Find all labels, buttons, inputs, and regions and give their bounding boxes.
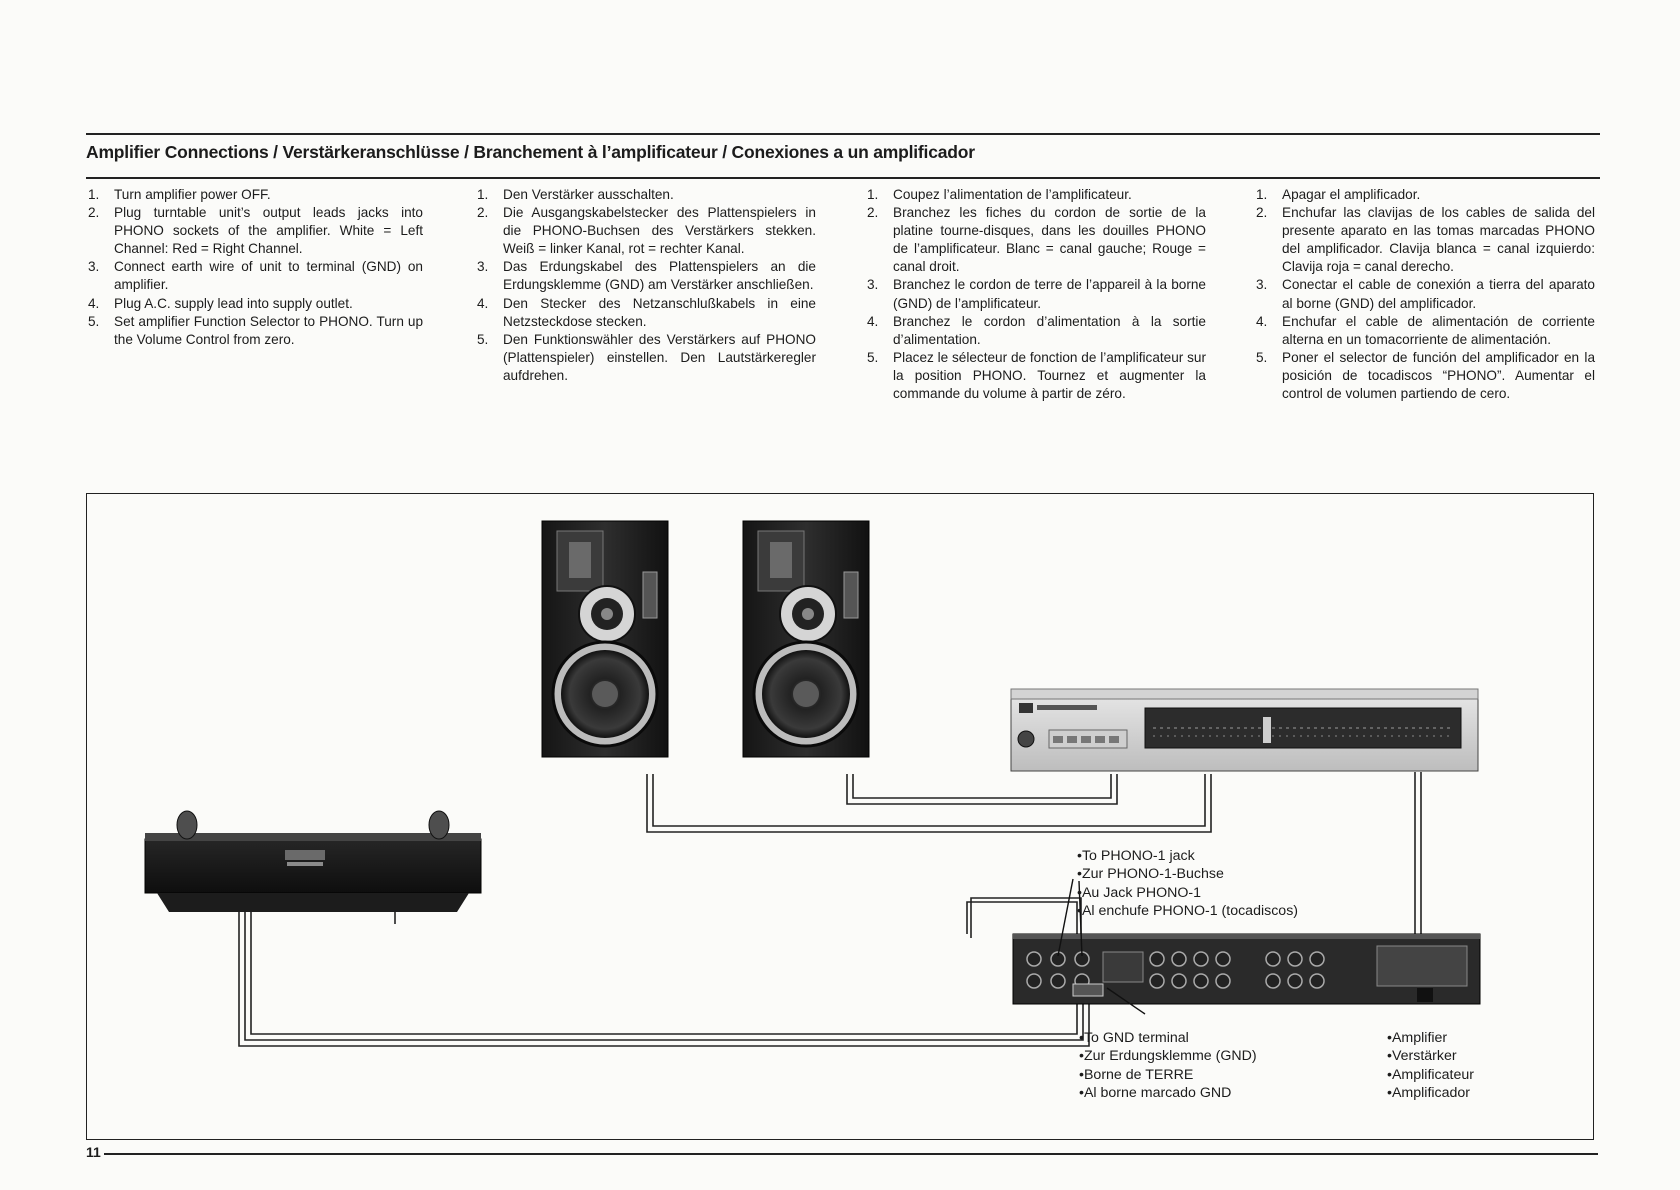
step-item: 4.Den Stecker des Netzanschlußkabels in … xyxy=(477,295,816,329)
turntable-cables xyxy=(238,889,1090,1047)
step-item: 2.Branchez les fiches du cordon de sorti… xyxy=(867,205,1206,275)
page-number: 11 xyxy=(86,1144,101,1160)
callout-amplifier: •Amplifier •Verstärker •Amplificateur •A… xyxy=(1387,1030,1474,1101)
step-item: 3.Branchez le cordon de terre de l’appar… xyxy=(867,277,1206,311)
speaker-cables xyxy=(646,772,1422,934)
step-item: 1.Turn amplifier power OFF. xyxy=(88,187,271,202)
top-rule xyxy=(86,133,1600,135)
step-item: 3.Das Erdungskabel des Plattenspielers a… xyxy=(477,259,816,293)
title-rule xyxy=(86,177,1600,179)
step-item: 5.Poner el selector de función del ampli… xyxy=(1256,349,1595,402)
connection-diagram: •To PHONO-1 jack •Zur PHONO-1-Buchse •Au… xyxy=(86,493,1594,1140)
left-speaker xyxy=(541,520,669,758)
amplifier-front-panel xyxy=(1010,688,1479,772)
step-item: 4.Enchufar el cable de alimentación de c… xyxy=(1256,313,1595,347)
step-item: 1.Coupez l’alimentation de l’amplificate… xyxy=(867,187,1132,202)
step-item: 5.Set amplifier Function Selector to PHO… xyxy=(88,313,423,347)
page-title: Amplifier Connections / Verstärkeranschl… xyxy=(86,142,975,162)
callout-phono-jack: •To PHONO-1 jack •Zur PHONO-1-Buchse •Au… xyxy=(1077,848,1299,919)
step-item: 2.Plug turntable unit’s output leads jac… xyxy=(88,205,423,257)
step-item: 3.Conectar el cable de conexión a tierra… xyxy=(1256,277,1595,311)
instructions-de: 1.Den Verstärker ausschalten. 2.Die Ausg… xyxy=(477,186,816,385)
leader-lines xyxy=(1057,878,1146,1015)
steps-list-de: 1.Den Verstärker ausschalten. 2.Die Ausg… xyxy=(477,186,816,385)
step-item: 2.Enchufar las clavijas de los cables de… xyxy=(1256,205,1595,275)
step-item: 4.Branchez le cordon d’alimentation à la… xyxy=(867,313,1206,347)
steps-list-en: 1.Turn amplifier power OFF. 2.Plug turnt… xyxy=(88,186,423,349)
step-item: 4.Plug A.C. supply lead into supply outl… xyxy=(88,295,353,311)
instructions-en: 1.Turn amplifier power OFF. 2.Plug turnt… xyxy=(88,186,423,349)
step-item: 1.Apagar el amplificador. xyxy=(1256,187,1421,202)
bottom-rule xyxy=(104,1153,1598,1155)
instructions-fr: 1.Coupez l’alimentation de l’amplificate… xyxy=(867,186,1206,403)
right-speaker xyxy=(742,520,870,758)
step-item: 1.Den Verstärker ausschalten. xyxy=(477,187,674,202)
steps-list-fr: 1.Coupez l’alimentation de l’amplificate… xyxy=(867,186,1206,403)
step-item: 3.Connect earth wire of unit to terminal… xyxy=(88,259,423,293)
amplifier-rear-panel xyxy=(1012,933,1481,1005)
step-item: 2.Die Ausgangskabelstecker des Plattensp… xyxy=(477,205,816,257)
step-item: 5.Placez le sélecteur de fonction de l’a… xyxy=(867,349,1206,402)
turntable xyxy=(144,810,482,912)
steps-list-es: 1.Apagar el amplificador. 2.Enchufar las… xyxy=(1256,186,1595,403)
diagram-illustration xyxy=(144,520,1481,1047)
instructions-es: 1.Apagar el amplificador. 2.Enchufar las… xyxy=(1256,186,1595,403)
step-item: 5.Den Funktionswähler des Verstärkers au… xyxy=(477,331,816,383)
callout-gnd-terminal: •To GND terminal •Zur Erdungsklemme (GND… xyxy=(1079,1030,1257,1101)
